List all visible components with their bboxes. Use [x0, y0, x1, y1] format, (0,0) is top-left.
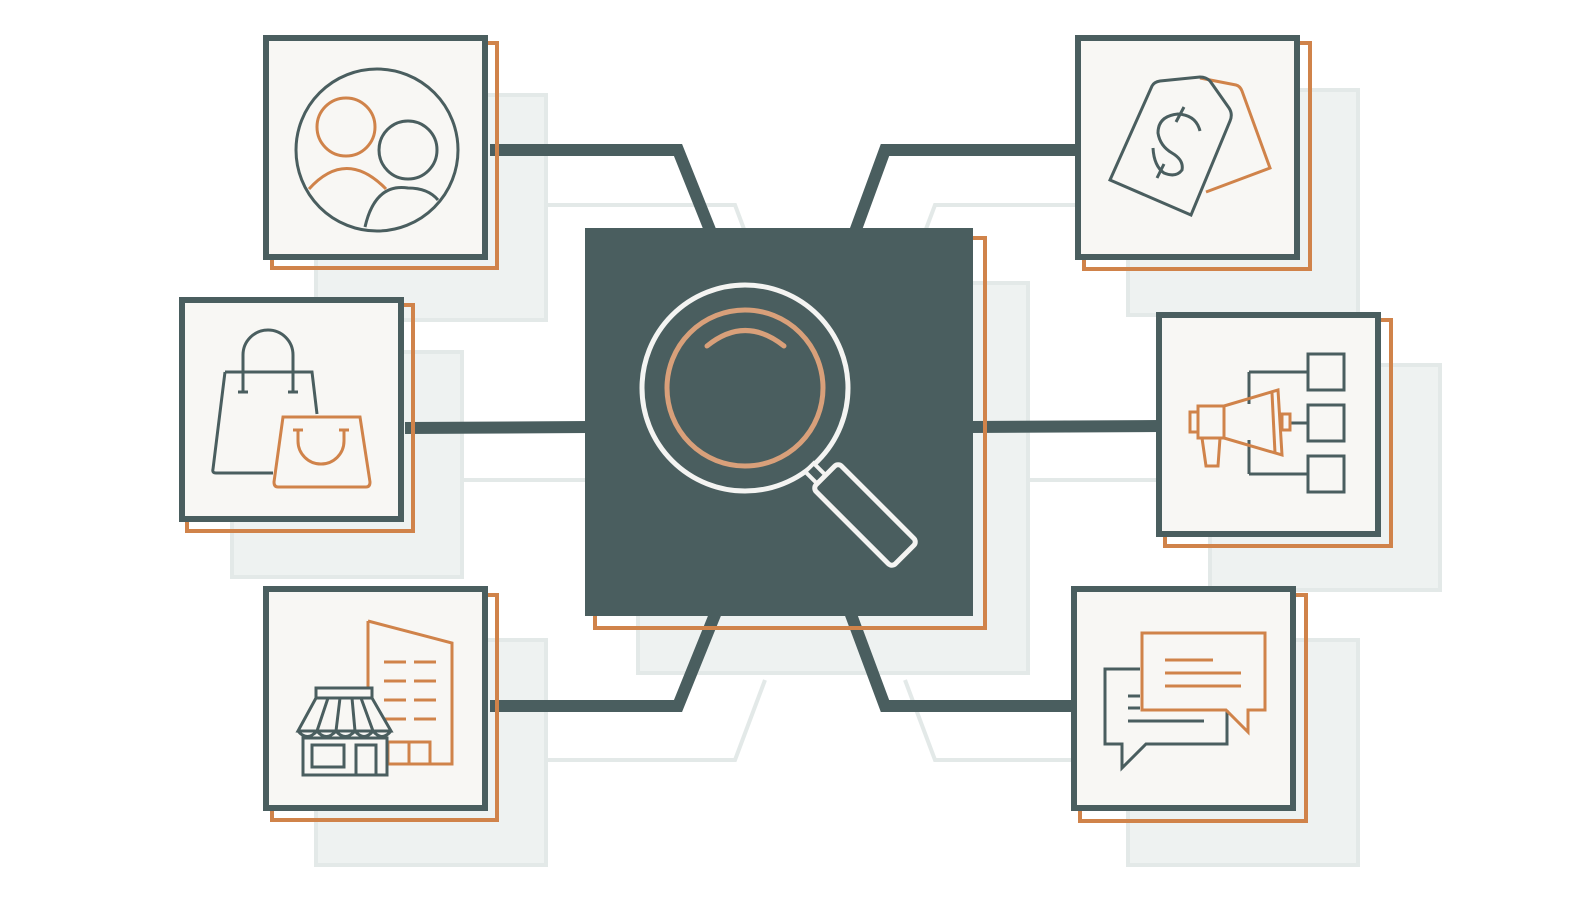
people-group-icon — [294, 67, 460, 233]
node-customers — [263, 35, 499, 270]
price-tag-dollar-icon — [1108, 75, 1272, 217]
node-retail — [263, 586, 499, 822]
chat-bubbles-icon — [1103, 631, 1267, 772]
node-marketing — [1156, 312, 1393, 548]
megaphone-flowchart-icon — [1188, 352, 1346, 494]
storefront-building-icon — [295, 619, 454, 777]
center-hub — [585, 228, 987, 630]
connector-retail — [490, 609, 722, 712]
connector-feedback — [844, 609, 1075, 712]
connector-pricing — [846, 144, 1080, 243]
connector-customers — [490, 144, 720, 243]
node-shopping — [179, 297, 415, 533]
shopping-bags-icon — [211, 328, 372, 489]
node-feedback — [1071, 586, 1308, 823]
connector-shopping — [404, 421, 591, 434]
connector-marketing — [969, 420, 1161, 433]
node-pricing — [1075, 35, 1312, 271]
magnifying-glass-icon — [639, 282, 918, 568]
connectors — [404, 144, 1161, 712]
